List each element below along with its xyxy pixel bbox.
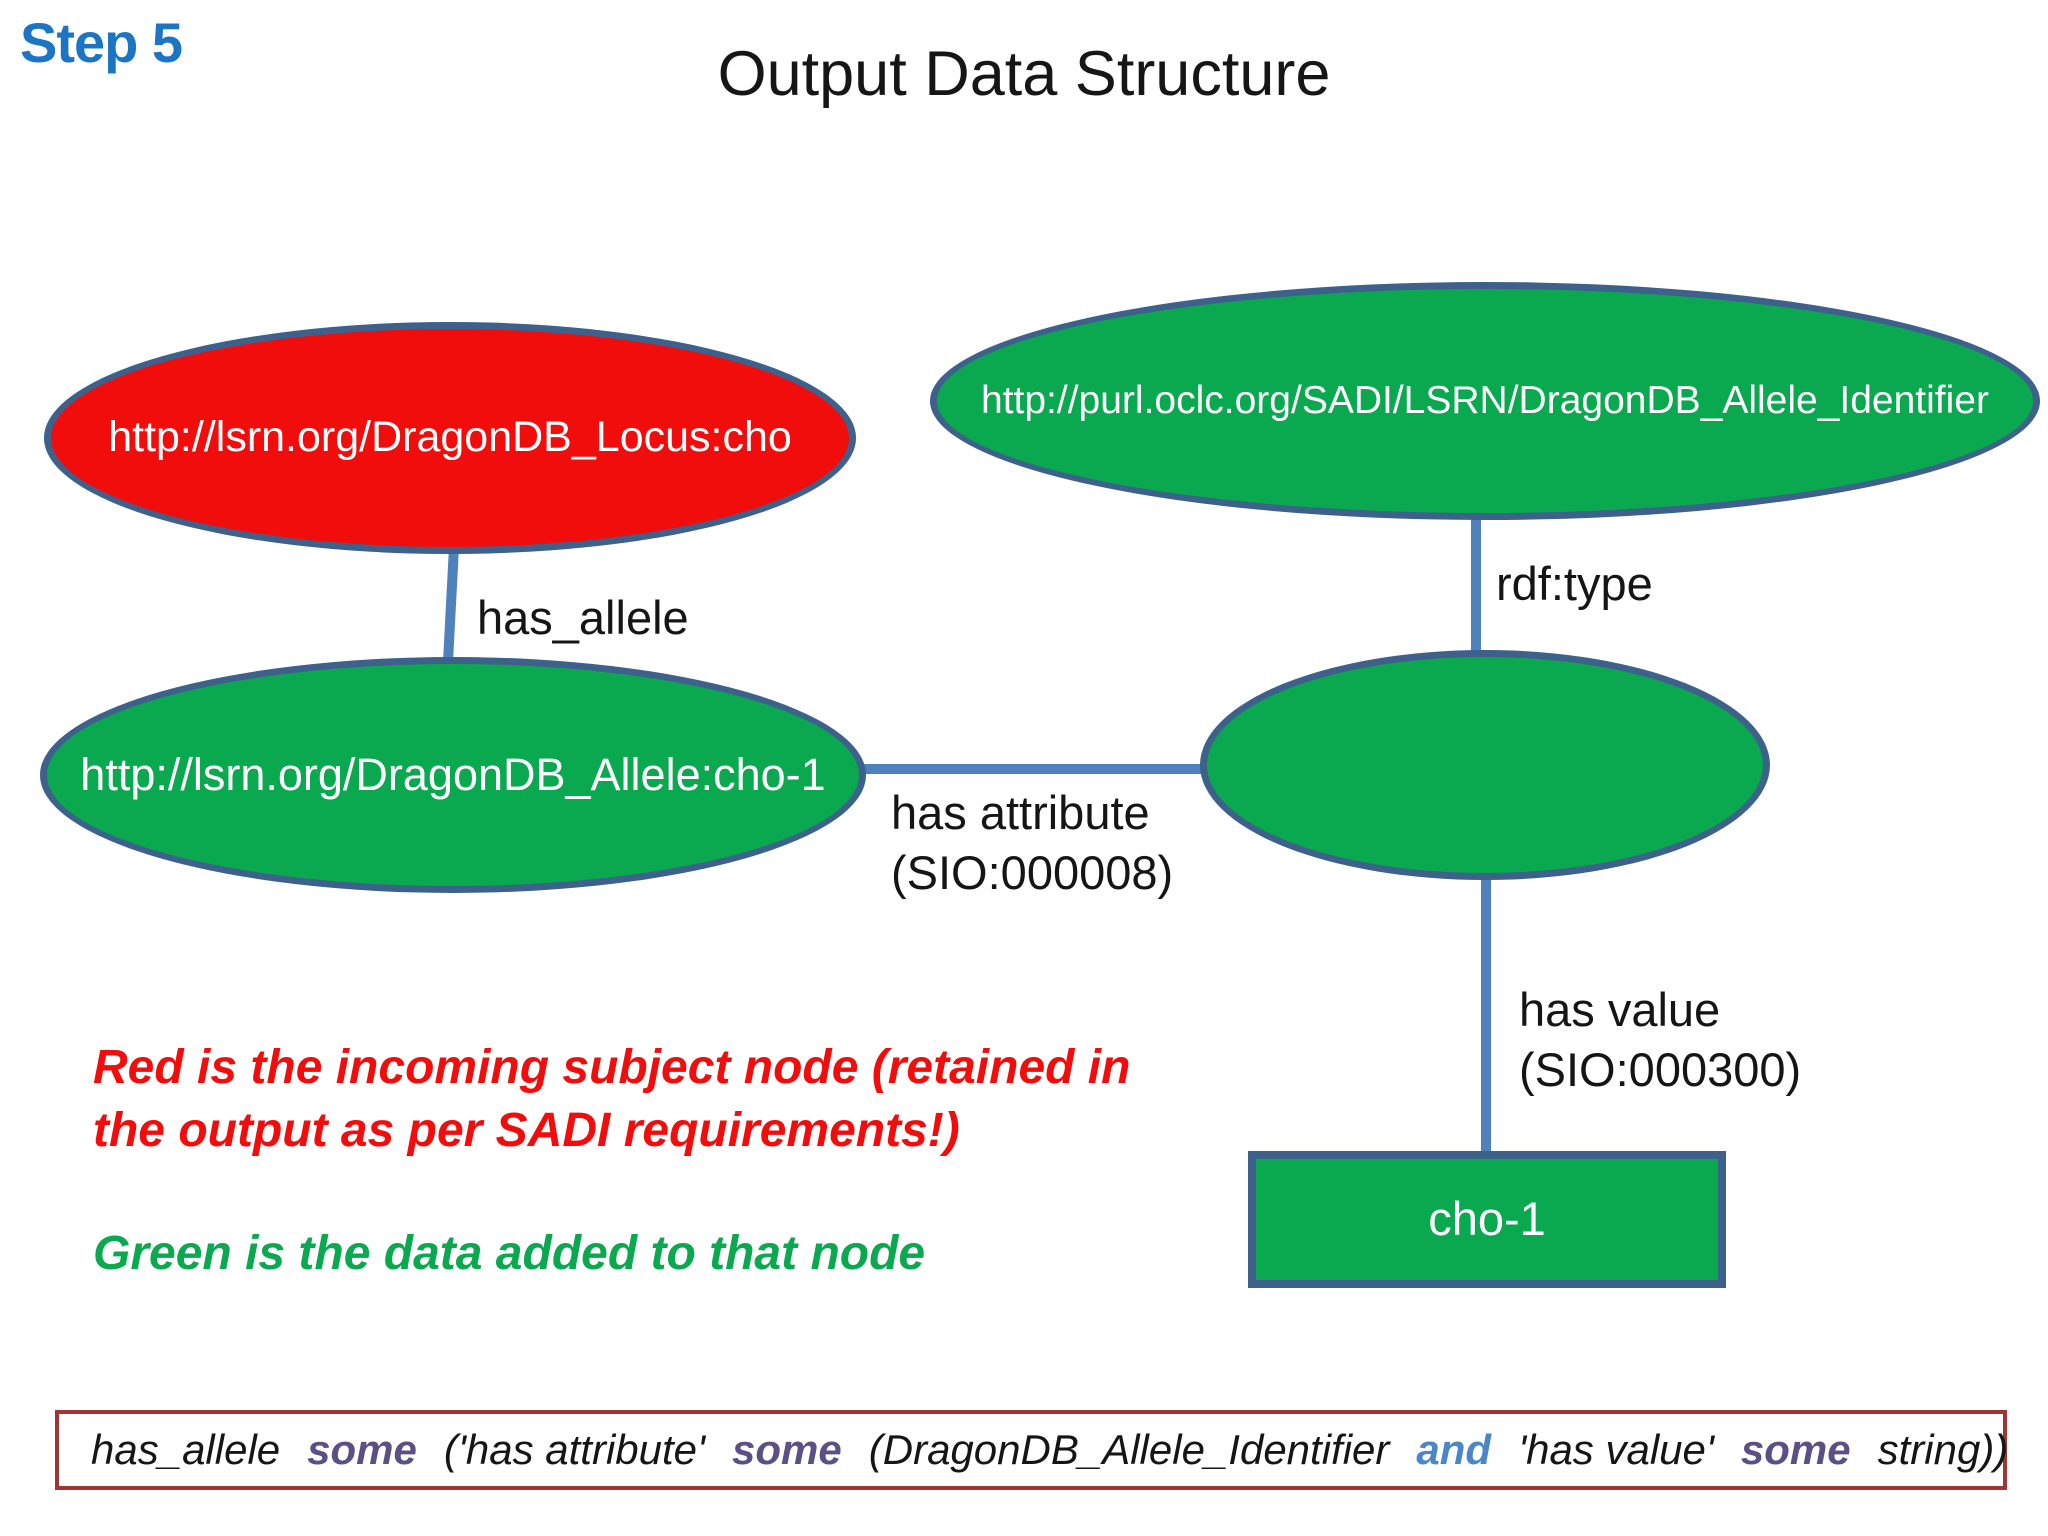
- edge-label-has-attribute-sio: (SIO:000008): [891, 846, 1174, 899]
- edge-has-attribute-line: [860, 764, 1204, 774]
- owl-expression-segment: some: [732, 1426, 842, 1473]
- owl-expression-segment: ('has attribute': [443, 1426, 706, 1473]
- red-node-note-line2: the output as per SADI requirements!): [93, 1104, 960, 1157]
- edge-label-has-attribute: has attribute (SIO:000008): [891, 783, 1173, 903]
- edge-label-rdf-type: rdf:type: [1496, 557, 1653, 610]
- edge-label-has-allele: has_allele: [477, 591, 689, 644]
- page-title: Output Data Structure: [717, 39, 1331, 109]
- blank-attribute-node: [1200, 650, 1770, 880]
- value-literal-node-label: cho-1: [1428, 1192, 1546, 1246]
- red-node-note-line1: Red is the incoming subject node (retain…: [93, 1041, 1131, 1094]
- owl-expression-segment: (DragonDB_Allele_Identifier: [868, 1426, 1390, 1473]
- owl-expression-text: has_allele some ('has attribute' some (Drago…: [91, 1426, 2008, 1474]
- allele-node-label: http://lsrn.org/DragonDB_Allele:cho-1: [80, 749, 826, 801]
- red-node-note: Red is the incoming subject node (retain…: [93, 1036, 1130, 1162]
- value-literal-node: cho-1: [1248, 1151, 1726, 1288]
- allele-identifier-class-node-label: http://purl.oclc.org/SADI/LSRN/DragonDB_…: [981, 378, 1989, 422]
- edge-label-has-value-name: has value: [1519, 983, 1721, 1036]
- allele-identifier-class-node: http://purl.oclc.org/SADI/LSRN/DragonDB_…: [930, 282, 2040, 520]
- edge-rdf-type-line: [1471, 514, 1481, 656]
- incoming-subject-node: http://lsrn.org/DragonDB_Locus:cho: [44, 322, 856, 554]
- owl-expression-segment: and: [1416, 1426, 1492, 1473]
- green-node-note: Green is the data added to that node: [93, 1227, 926, 1280]
- owl-expression-segment: some: [1740, 1426, 1851, 1473]
- owl-expression-segment: some: [307, 1426, 417, 1473]
- allele-node: http://lsrn.org/DragonDB_Allele:cho-1: [40, 657, 866, 893]
- owl-expression-segment: 'has value': [1518, 1426, 1714, 1473]
- owl-expression-segment: string)): [1877, 1426, 2009, 1473]
- edge-has-allele-line: [442, 546, 459, 666]
- owl-expression-segment: has_allele: [91, 1426, 281, 1473]
- owl-expression-box: has_allele some ('has attribute' some (Drago…: [55, 1410, 2008, 1490]
- edge-label-has-value-sio: (SIO:000300): [1519, 1043, 1802, 1096]
- incoming-subject-node-label: http://lsrn.org/DragonDB_Locus:cho: [108, 413, 792, 462]
- edge-label-has-attribute-name: has attribute: [891, 786, 1150, 839]
- edge-has-value-line: [1481, 874, 1491, 1156]
- edge-label-has-value: has value (SIO:000300): [1519, 980, 1801, 1100]
- step-label: Step 5: [20, 11, 183, 74]
